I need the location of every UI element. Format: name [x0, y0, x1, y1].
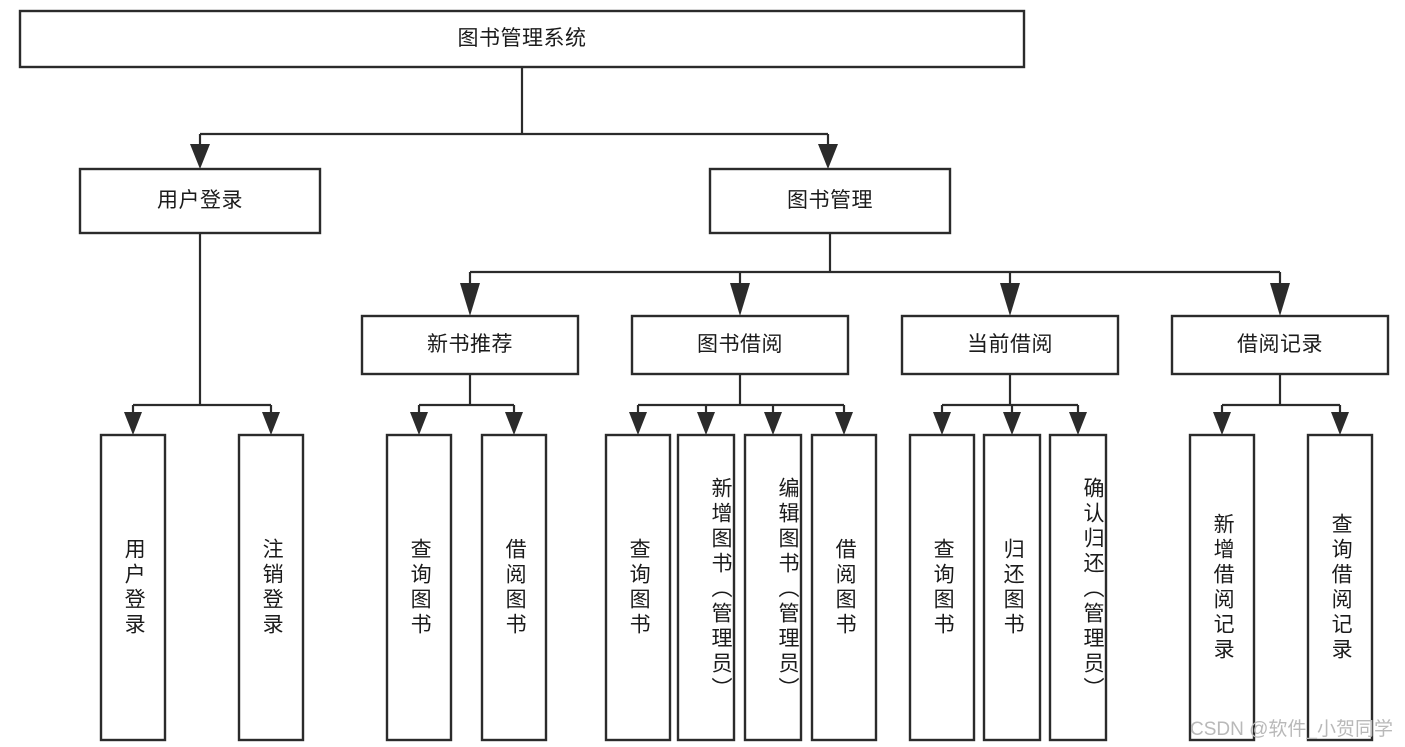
arrow-to-leaf-return-book	[1003, 412, 1021, 435]
node-user-login[interactable]	[78, 167, 322, 235]
arrow-to-leaf-user-login	[124, 412, 142, 435]
arrow-to-leaf-query-book-1	[410, 412, 428, 435]
node-leaf-borrow-book-1[interactable]	[480, 433, 548, 742]
node-leaf-return-book[interactable]	[982, 433, 1042, 742]
node-new-book-recommend[interactable]	[360, 314, 580, 376]
arrow-to-leaf-query-book-3	[933, 412, 951, 435]
node-leaf-add-book[interactable]	[676, 433, 736, 742]
arrow-to-user-login	[190, 144, 210, 169]
node-leaf-query-book-3[interactable]	[908, 433, 976, 742]
arrow-to-current-borrow	[1000, 283, 1020, 316]
arrow-to-book-borrow	[730, 283, 750, 316]
arrow-to-leaf-query-book-2	[629, 412, 647, 435]
node-book-borrow[interactable]	[630, 314, 850, 376]
arrow-to-leaf-borrow-book-1	[505, 412, 523, 435]
node-leaf-query-record[interactable]	[1306, 433, 1374, 742]
arrow-to-leaf-add-book	[697, 412, 715, 435]
arrow-to-leaf-borrow-book-2	[835, 412, 853, 435]
node-leaf-user-login[interactable]	[99, 433, 167, 742]
node-leaf-query-book-2[interactable]	[604, 433, 672, 742]
arrow-to-leaf-add-record	[1213, 412, 1231, 435]
node-borrow-record[interactable]	[1170, 314, 1390, 376]
arrow-to-borrow-record	[1270, 283, 1290, 316]
arrow-to-leaf-confirm-return	[1069, 412, 1087, 435]
node-leaf-confirm-return[interactable]	[1048, 433, 1108, 742]
node-leaf-logout[interactable]	[237, 433, 305, 742]
node-root[interactable]	[18, 9, 1026, 69]
node-current-borrow[interactable]	[900, 314, 1120, 376]
arrow-to-leaf-edit-book	[764, 412, 782, 435]
node-leaf-query-book-1[interactable]	[385, 433, 453, 742]
node-leaf-edit-book[interactable]	[743, 433, 803, 742]
node-leaf-borrow-book-2[interactable]	[810, 433, 878, 742]
node-book-management[interactable]	[708, 167, 952, 235]
arrow-to-book-mgmt	[818, 144, 838, 169]
node-leaf-add-record[interactable]	[1188, 433, 1256, 742]
arrow-to-leaf-logout	[262, 412, 280, 435]
arrow-to-new-book-rec	[460, 283, 480, 316]
arrow-to-leaf-query-record	[1331, 412, 1349, 435]
